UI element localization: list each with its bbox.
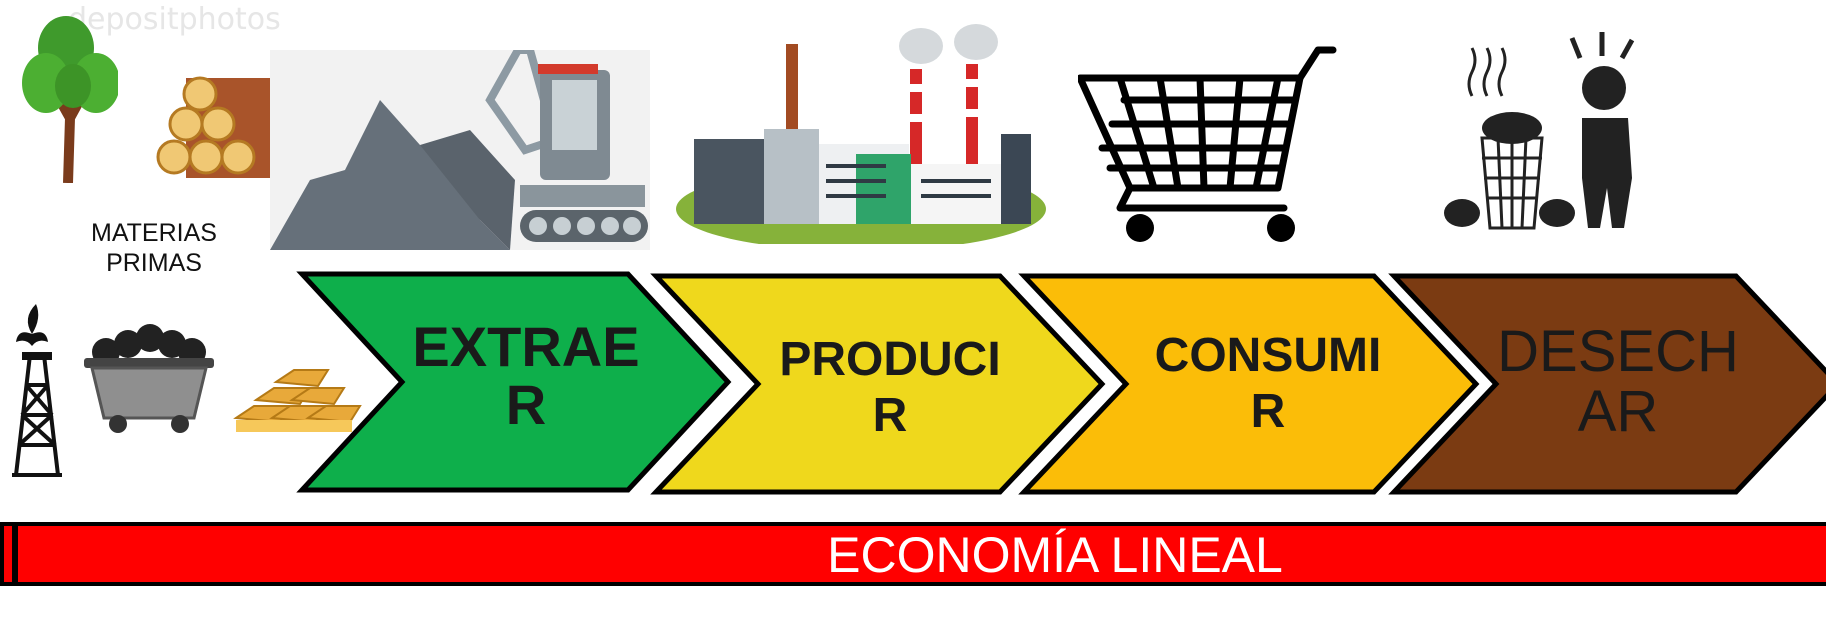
stage-label-producir: PRODUCI R — [779, 333, 1001, 442]
economy-banner — [0, 522, 1826, 586]
tree-icon — [22, 16, 118, 183]
factory-icon — [676, 24, 1046, 244]
stage-desechar: DESECH AR — [1388, 270, 1826, 500]
stage-producir: PRODUCI R — [650, 270, 1110, 500]
stage-shape-producir — [650, 273, 1106, 495]
trash-person-icon — [1444, 32, 1635, 230]
raw-materials-label: MATERIAS PRIMAS — [91, 219, 217, 277]
stage-label-consumir: CONSUMI R — [1154, 329, 1382, 438]
mining-excavator-icon — [270, 50, 650, 250]
coal-cart-icon — [84, 324, 214, 433]
stage-consumir: CONSUMI R — [1018, 270, 1486, 500]
economy-banner-label: ECONOMÍA LINEAL — [827, 527, 1283, 583]
stage-shape-extraer — [296, 271, 732, 493]
stage-shape-desechar — [1388, 273, 1826, 495]
logs-icon — [156, 76, 272, 178]
gold-bars-icon — [233, 369, 362, 432]
stage-extraer: EXTRAE R — [296, 268, 736, 498]
stage-label-extraer: EXTRAE R — [412, 315, 640, 436]
shopping-cart-icon — [1078, 46, 1337, 242]
stage-shape-consumir — [1018, 273, 1480, 495]
oil-rig-icon — [12, 304, 62, 477]
stage-label-desechar: DESECH AR — [1497, 319, 1739, 444]
watermark-text: depositphotos — [68, 2, 281, 37]
